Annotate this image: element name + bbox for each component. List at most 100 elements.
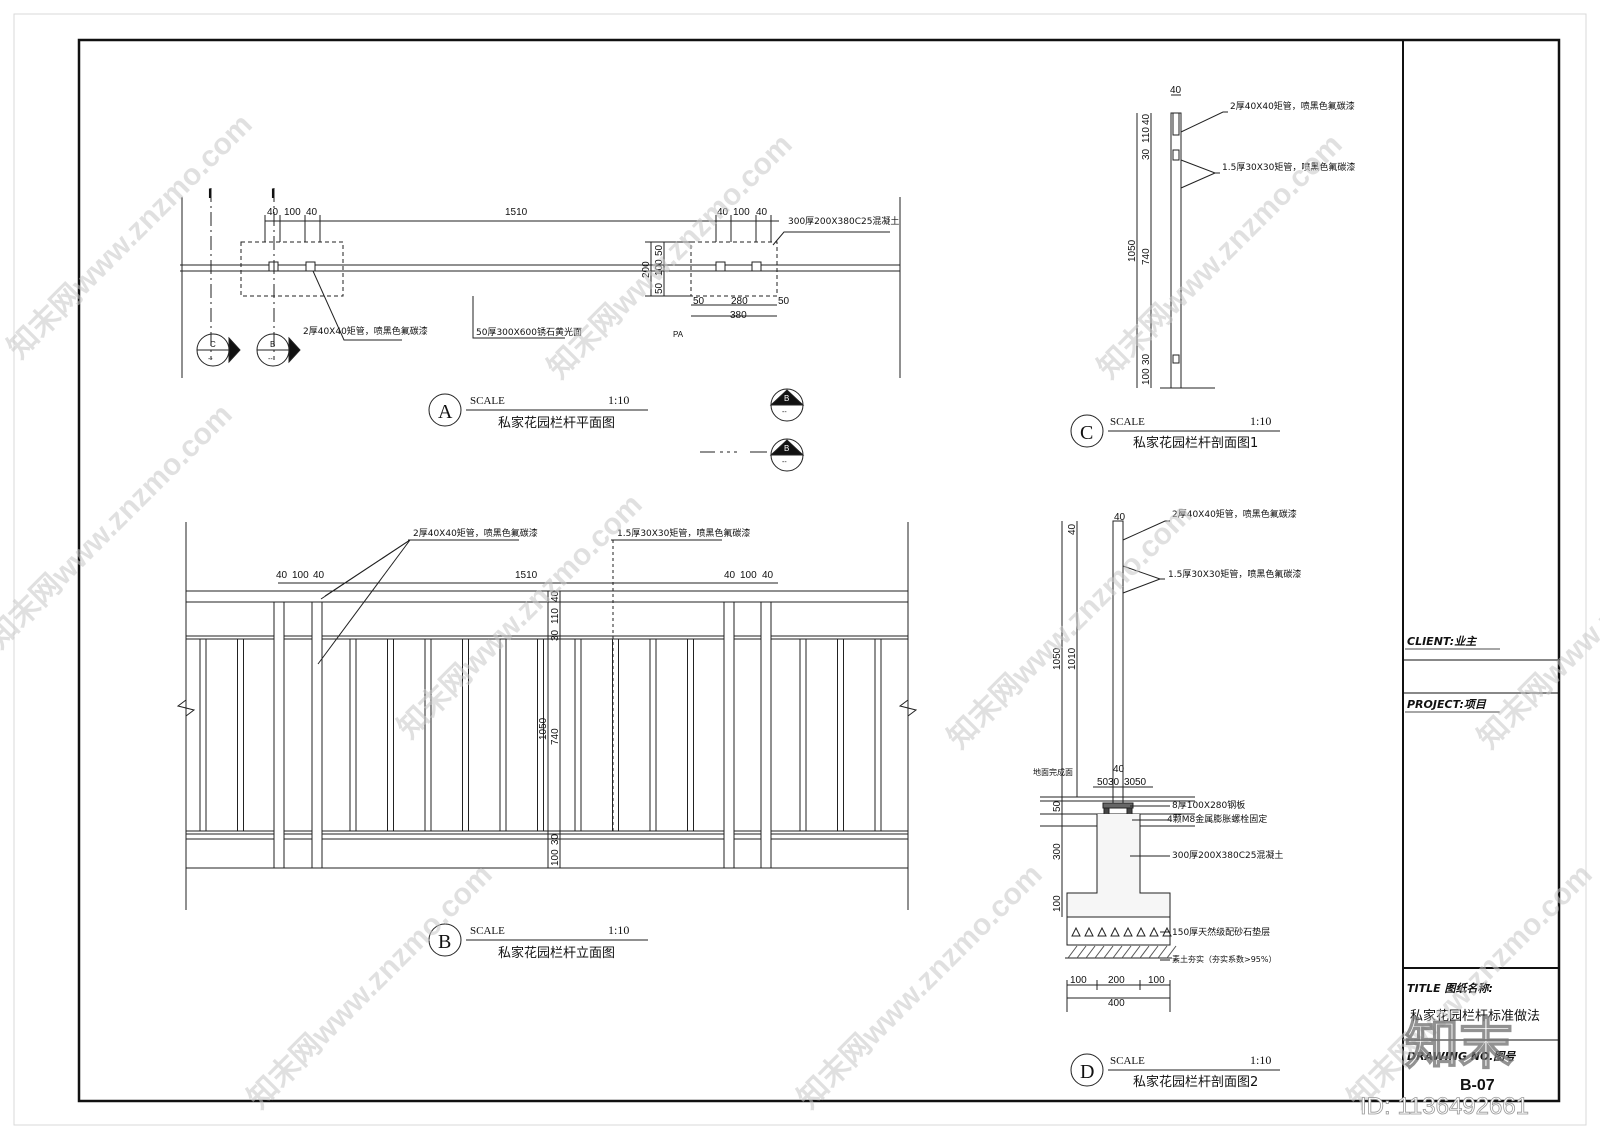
scale-value: 1:10 xyxy=(608,393,629,407)
watermark-text: 知末网www.znzmo.com xyxy=(792,858,1049,1115)
gravel-mark xyxy=(1162,926,1172,937)
gravel-mark xyxy=(1084,926,1094,937)
svg-text:--: -- xyxy=(208,356,213,363)
client-label: CLIENT:业主 xyxy=(1407,635,1477,648)
note-ground: 地面完成面 xyxy=(1033,767,1073,777)
soil-hatch xyxy=(1103,945,1114,959)
baluster xyxy=(424,638,432,832)
baluster xyxy=(537,638,544,832)
dim-text: 40 xyxy=(1113,764,1125,775)
drawing-title-c: 私家花园栏杆剖面图1 xyxy=(1133,435,1258,451)
dim-text: 40 xyxy=(756,207,768,218)
dim-text: 1510 xyxy=(505,207,528,218)
gravel-mark xyxy=(1123,926,1133,937)
scale-value: 1:10 xyxy=(1250,414,1271,428)
dim-text: 40 xyxy=(1170,85,1182,96)
scale-value: 1:10 xyxy=(1250,1053,1271,1067)
soil-hatch xyxy=(1130,945,1141,959)
soil-hatch xyxy=(1121,945,1132,959)
note-tube: 2厚40X40矩管，喷黑色氟碳漆 xyxy=(303,325,428,337)
soil-hatch xyxy=(1067,945,1078,959)
soil-hatch xyxy=(1157,945,1168,959)
balusters-b xyxy=(199,601,882,869)
note-tube30: 1.5厚30X30矩管，喷黑色氟碳漆 xyxy=(617,527,750,539)
post xyxy=(273,601,285,869)
soil-hatch xyxy=(1094,945,1105,959)
dim-text: 110 xyxy=(1141,127,1152,143)
section-view-d-text: 40 2厚40X40矩管，喷黑色氟碳漆 1.5厚30X30矩管，喷黑色氟碳漆 地… xyxy=(1033,508,1301,1090)
dim-text: 380 xyxy=(730,310,747,321)
dim-text: 1050 xyxy=(1052,647,1063,670)
dim-text: 1050 xyxy=(538,717,549,740)
dim-text: 50 xyxy=(693,296,705,307)
gravel-mark xyxy=(1136,926,1146,937)
baluster xyxy=(649,638,657,832)
note-tube40: 2厚40X40矩管，喷黑色氟碳漆 xyxy=(1230,100,1355,112)
dim-text: 30 xyxy=(550,833,561,845)
dim-text: 40 xyxy=(1067,523,1078,535)
gravel-mark xyxy=(1071,926,1081,937)
gravel-mark xyxy=(1149,926,1159,937)
plan-view-a xyxy=(180,188,901,472)
watermark-logo: 知末 ID: 1136492661 xyxy=(1360,1012,1530,1120)
dim-text: 100 xyxy=(1141,368,1152,385)
paper-edge xyxy=(13,13,1587,1126)
dim-text: 40 xyxy=(724,570,736,581)
dim-text: 30 xyxy=(1108,777,1120,788)
baluster xyxy=(462,638,469,832)
gravel-mark xyxy=(1110,926,1120,937)
section-symbol-c: C xyxy=(210,340,216,349)
watermark-text: 知末网www.znzmo.com xyxy=(1472,498,1600,755)
watermark-text: 知末网www.znzmo.com xyxy=(242,858,499,1115)
post xyxy=(723,601,735,869)
logo-mark: 知末 xyxy=(1405,1013,1513,1076)
dim-text: 100 xyxy=(733,207,750,218)
dim-text: 30 xyxy=(1141,353,1152,365)
dim-text: 40 xyxy=(306,207,318,218)
dim-text: 740 xyxy=(1141,248,1152,265)
dim-text: 100 xyxy=(292,570,309,581)
watermark-text: 知末网www.znzmo.com xyxy=(542,128,799,385)
dim-text: 50 xyxy=(1097,777,1109,788)
dim-text: 200 xyxy=(641,261,652,278)
svg-text:--: -- xyxy=(782,409,787,416)
dim-text: 200 xyxy=(1108,975,1125,986)
dim-text: 50 xyxy=(654,282,665,294)
soil-hatch xyxy=(1112,945,1123,959)
watermark-layer: 知末网www.znzmo.com 知末网www.znzmo.com 知末网www… xyxy=(0,108,1600,1115)
svg-text:--: -- xyxy=(268,356,273,363)
scale-value: 1:10 xyxy=(608,923,629,937)
title-label: TITLE 图纸名称: xyxy=(1407,982,1493,995)
dim-text: 40 xyxy=(267,207,279,218)
note-tube40: 2厚40X40矩管，喷黑色氟碳漆 xyxy=(413,527,538,539)
scale-word: SCALE xyxy=(1110,416,1145,428)
elevation-view-b xyxy=(176,522,918,910)
drawing-title-b: 私家花园栏杆立面图 xyxy=(498,945,615,961)
cut-mark: I xyxy=(271,185,275,201)
drawing-label-d: D xyxy=(1080,1061,1094,1083)
dim-text: 100 xyxy=(284,207,301,218)
dim-text: 50 xyxy=(654,244,665,256)
dim-text: 1510 xyxy=(515,570,538,581)
elevation-view-b-text: 2厚40X40矩管，喷黑色氟碳漆 1.5厚30X30矩管，喷黑色氟碳漆 40 1… xyxy=(276,527,778,961)
svg-text:B: B xyxy=(784,394,789,403)
baluster xyxy=(199,638,207,832)
gravel-mark xyxy=(1097,926,1107,937)
dim-text: 100 xyxy=(740,570,757,581)
scale-word: SCALE xyxy=(470,925,505,937)
dim-text: 100 xyxy=(1052,895,1063,912)
dim-text: 100 xyxy=(550,849,561,866)
dim-text: 30 xyxy=(1141,148,1152,160)
note-bolt: 4颗M8金属膨胀螺栓固定 xyxy=(1167,813,1267,825)
sheet-frame xyxy=(77,38,1561,1103)
dim-text: 30 xyxy=(550,629,561,641)
dim-text: 1010 xyxy=(1067,647,1078,670)
dim-text: 40 xyxy=(276,570,288,581)
dim-text: 1050 xyxy=(1127,239,1138,262)
drawing-title-d: 私家花园栏杆剖面图2 xyxy=(1133,1074,1258,1090)
drawing-label-b: B xyxy=(438,931,451,953)
dim-text: 40 xyxy=(1141,113,1152,125)
section-view-c xyxy=(1070,94,1280,448)
dim-text: 100 xyxy=(654,259,665,276)
